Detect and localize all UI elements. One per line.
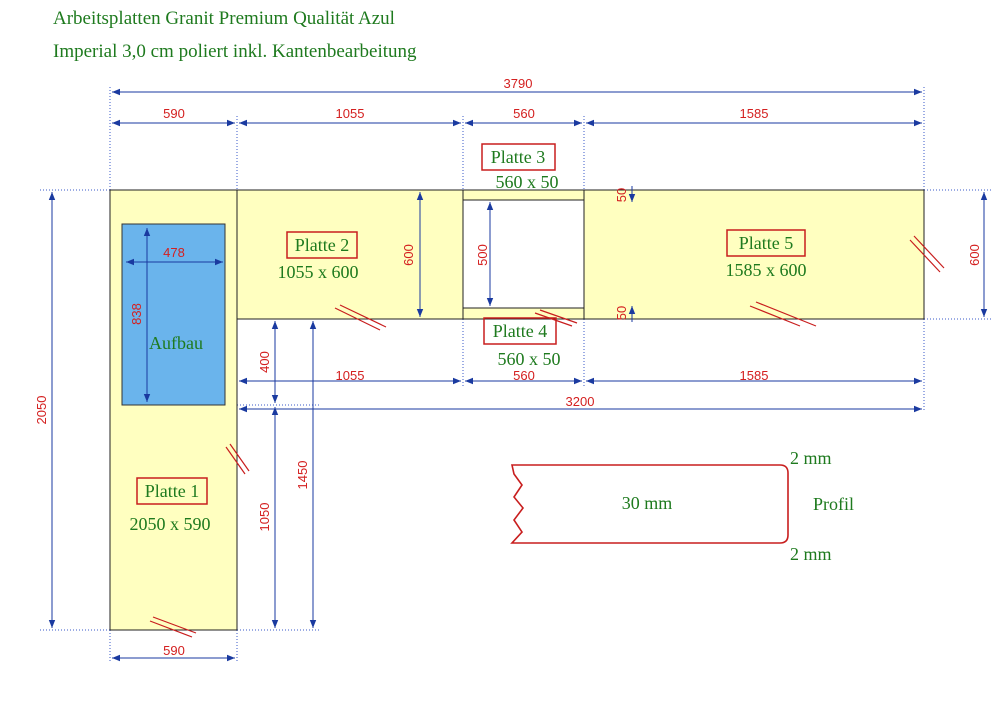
dim-mid-3200: 3200 <box>566 394 595 409</box>
plate-4-name: Platte 4 <box>493 321 548 341</box>
plate-2 <box>236 189 464 320</box>
cutout-label: Aufbau <box>149 333 203 353</box>
dimension-lines <box>48 88 988 662</box>
dim-plate3-depth: 50 <box>614 188 629 202</box>
plate-5-label-box <box>726 229 806 257</box>
dim-cutout-width: 478 <box>163 245 185 260</box>
profile-bottom-edge: 2 mm <box>790 544 832 564</box>
title-line-2: Imperial 3,0 cm poliert inkl. Kantenbear… <box>53 41 417 62</box>
plate-2-size: 1055 x 600 <box>278 262 359 282</box>
plate-5 <box>583 189 925 320</box>
dim-v-1450: 1450 <box>295 461 310 490</box>
dim-gap-500: 500 <box>475 244 490 266</box>
dim-bottom-590: 590 <box>163 643 185 658</box>
plate-3-name: Platte 3 <box>491 147 546 167</box>
edge-profile-shape <box>510 464 789 544</box>
dim-top-590: 590 <box>163 106 185 121</box>
profile-thickness: 30 mm <box>622 493 673 513</box>
plate-1-label-box <box>136 477 208 505</box>
plate-2-name: Platte 2 <box>295 235 350 255</box>
dim-cutout-height: 838 <box>129 303 144 325</box>
dim-left-2050: 2050 <box>34 396 49 425</box>
cutout-aufbau <box>121 223 226 406</box>
dim-v-1050: 1050 <box>257 503 272 532</box>
dim-top-560: 560 <box>513 106 535 121</box>
dim-mid-1055: 1055 <box>336 368 365 383</box>
plate-1-size: 2050 x 590 <box>130 514 211 534</box>
title-line-1: Arbeitsplatten Granit Premium Qualität A… <box>53 8 395 29</box>
dim-top-1055: 1055 <box>336 106 365 121</box>
dim-mid-1585: 1585 <box>740 368 769 383</box>
plate-3-label-box <box>481 143 556 171</box>
grain-hatch-marks <box>149 235 945 638</box>
dim-plate5-depth: 600 <box>967 244 982 266</box>
profile-top-edge: 2 mm <box>790 448 832 468</box>
plate-5-size: 1585 x 600 <box>726 260 807 280</box>
dim-top-1585: 1585 <box>740 106 769 121</box>
plate-5-name: Platte 5 <box>739 233 794 253</box>
plate-4-label-box <box>483 317 557 345</box>
dim-mid-560: 560 <box>513 368 535 383</box>
dim-plate2-depth: 600 <box>401 244 416 266</box>
dim-plate4-depth: 50 <box>614 306 629 320</box>
dim-v-400: 400 <box>257 351 272 373</box>
profile-label: Profil <box>813 494 854 514</box>
plate-2-label-box <box>286 231 358 259</box>
plate-1-name: Platte 1 <box>145 481 200 501</box>
dim-total-top: 3790 <box>504 76 533 91</box>
plate-3-size: 560 x 50 <box>496 172 559 192</box>
plate-4-size: 560 x 50 <box>498 349 561 369</box>
